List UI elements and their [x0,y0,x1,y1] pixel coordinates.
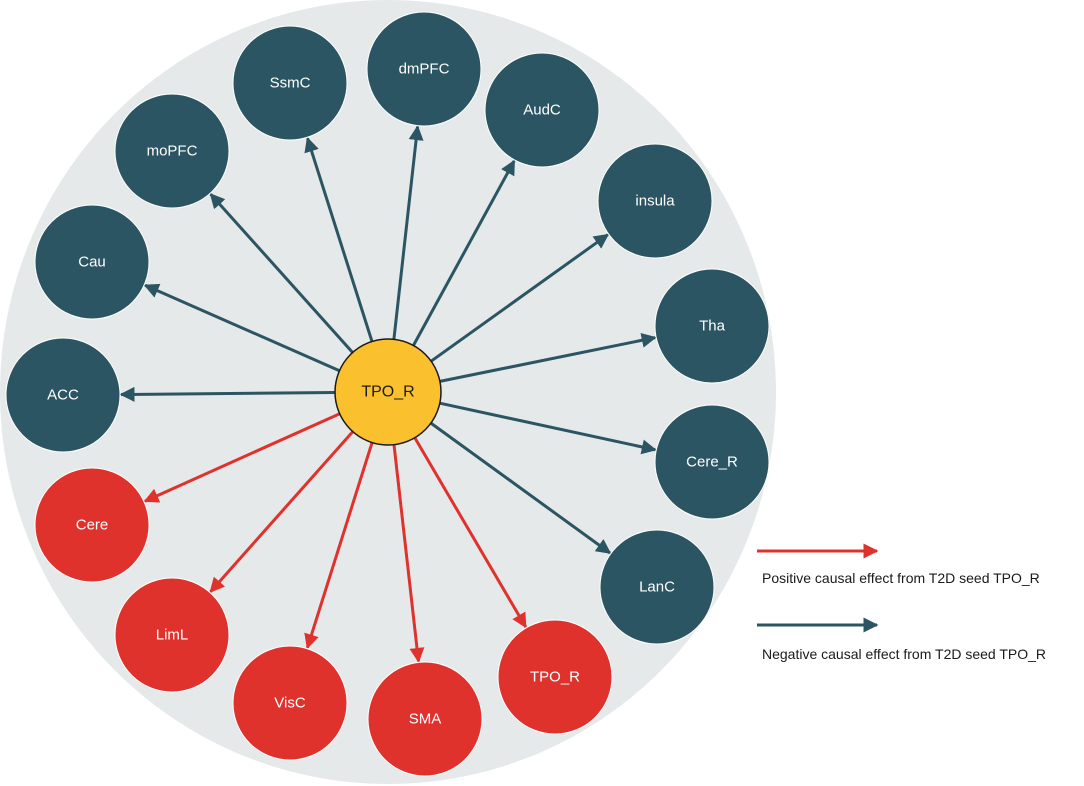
node-label: TPO_R [530,669,580,686]
node-label: Tha [699,318,726,335]
edge-ssmc [304,136,374,342]
node-cau[interactable]: Cau [34,204,150,320]
node-label: VisC [274,695,306,712]
edge-liml [209,430,354,593]
edge-lanc [430,421,612,555]
center-label: TPO_R [361,384,414,401]
node-label: Cere [76,517,109,534]
edge-acc [119,386,336,402]
node-audc[interactable]: AudC [484,52,600,168]
edge-dmpfc [392,125,424,340]
edge-sma [392,444,425,663]
node-ssmc[interactable]: SsmC [232,25,348,141]
legend [757,543,879,633]
node-label: insula [635,193,675,210]
edge-mopfc [209,193,354,354]
node-label: Cau [78,254,106,271]
node-label: LanC [639,579,675,596]
node-cere-r[interactable]: Cere_R [654,404,770,520]
edge-cere [143,412,341,503]
center-node[interactable]: TPO_R [334,338,442,446]
edge-cere-r [439,401,657,455]
node-label: SsmC [270,75,311,92]
edge-tha [439,332,657,383]
node-label: dmPFC [399,61,450,78]
node-mopfc[interactable]: moPFC [114,93,230,209]
node-label: AudC [523,102,561,119]
node-tpo-r-target[interactable]: TPO_R [497,619,613,735]
node-acc[interactable]: ACC [5,337,121,453]
node-tha[interactable]: Tha [654,268,770,384]
edges [119,125,657,663]
legend-label-negative: Negative causal effect from T2D seed TPO… [762,646,1047,662]
legend-label-positive: Positive causal effect from T2D seed TPO… [762,570,1040,586]
edge-cau [143,283,341,373]
edge-audc [412,159,516,347]
node-lanc[interactable]: LanC [599,529,715,645]
node-liml[interactable]: LimL [114,577,230,693]
nodes: SsmC dmPFC AudC moPFC insula Cau Tha AC [5,11,770,777]
edge-insula [430,233,610,363]
node-label: moPFC [147,143,198,160]
node-label: ACC [47,387,79,404]
edge-tpo-r-target [413,436,527,629]
node-label: Cere_R [686,454,738,471]
node-visc[interactable]: VisC [232,645,348,761]
node-insula[interactable]: insula [597,143,713,259]
node-cere[interactable]: Cere [34,467,150,583]
node-label: LimL [156,627,189,644]
node-sma[interactable]: SMA [367,661,483,777]
edge-visc [304,442,374,650]
node-label: SMA [409,711,442,728]
node-dmpfc[interactable]: dmPFC [366,11,482,127]
